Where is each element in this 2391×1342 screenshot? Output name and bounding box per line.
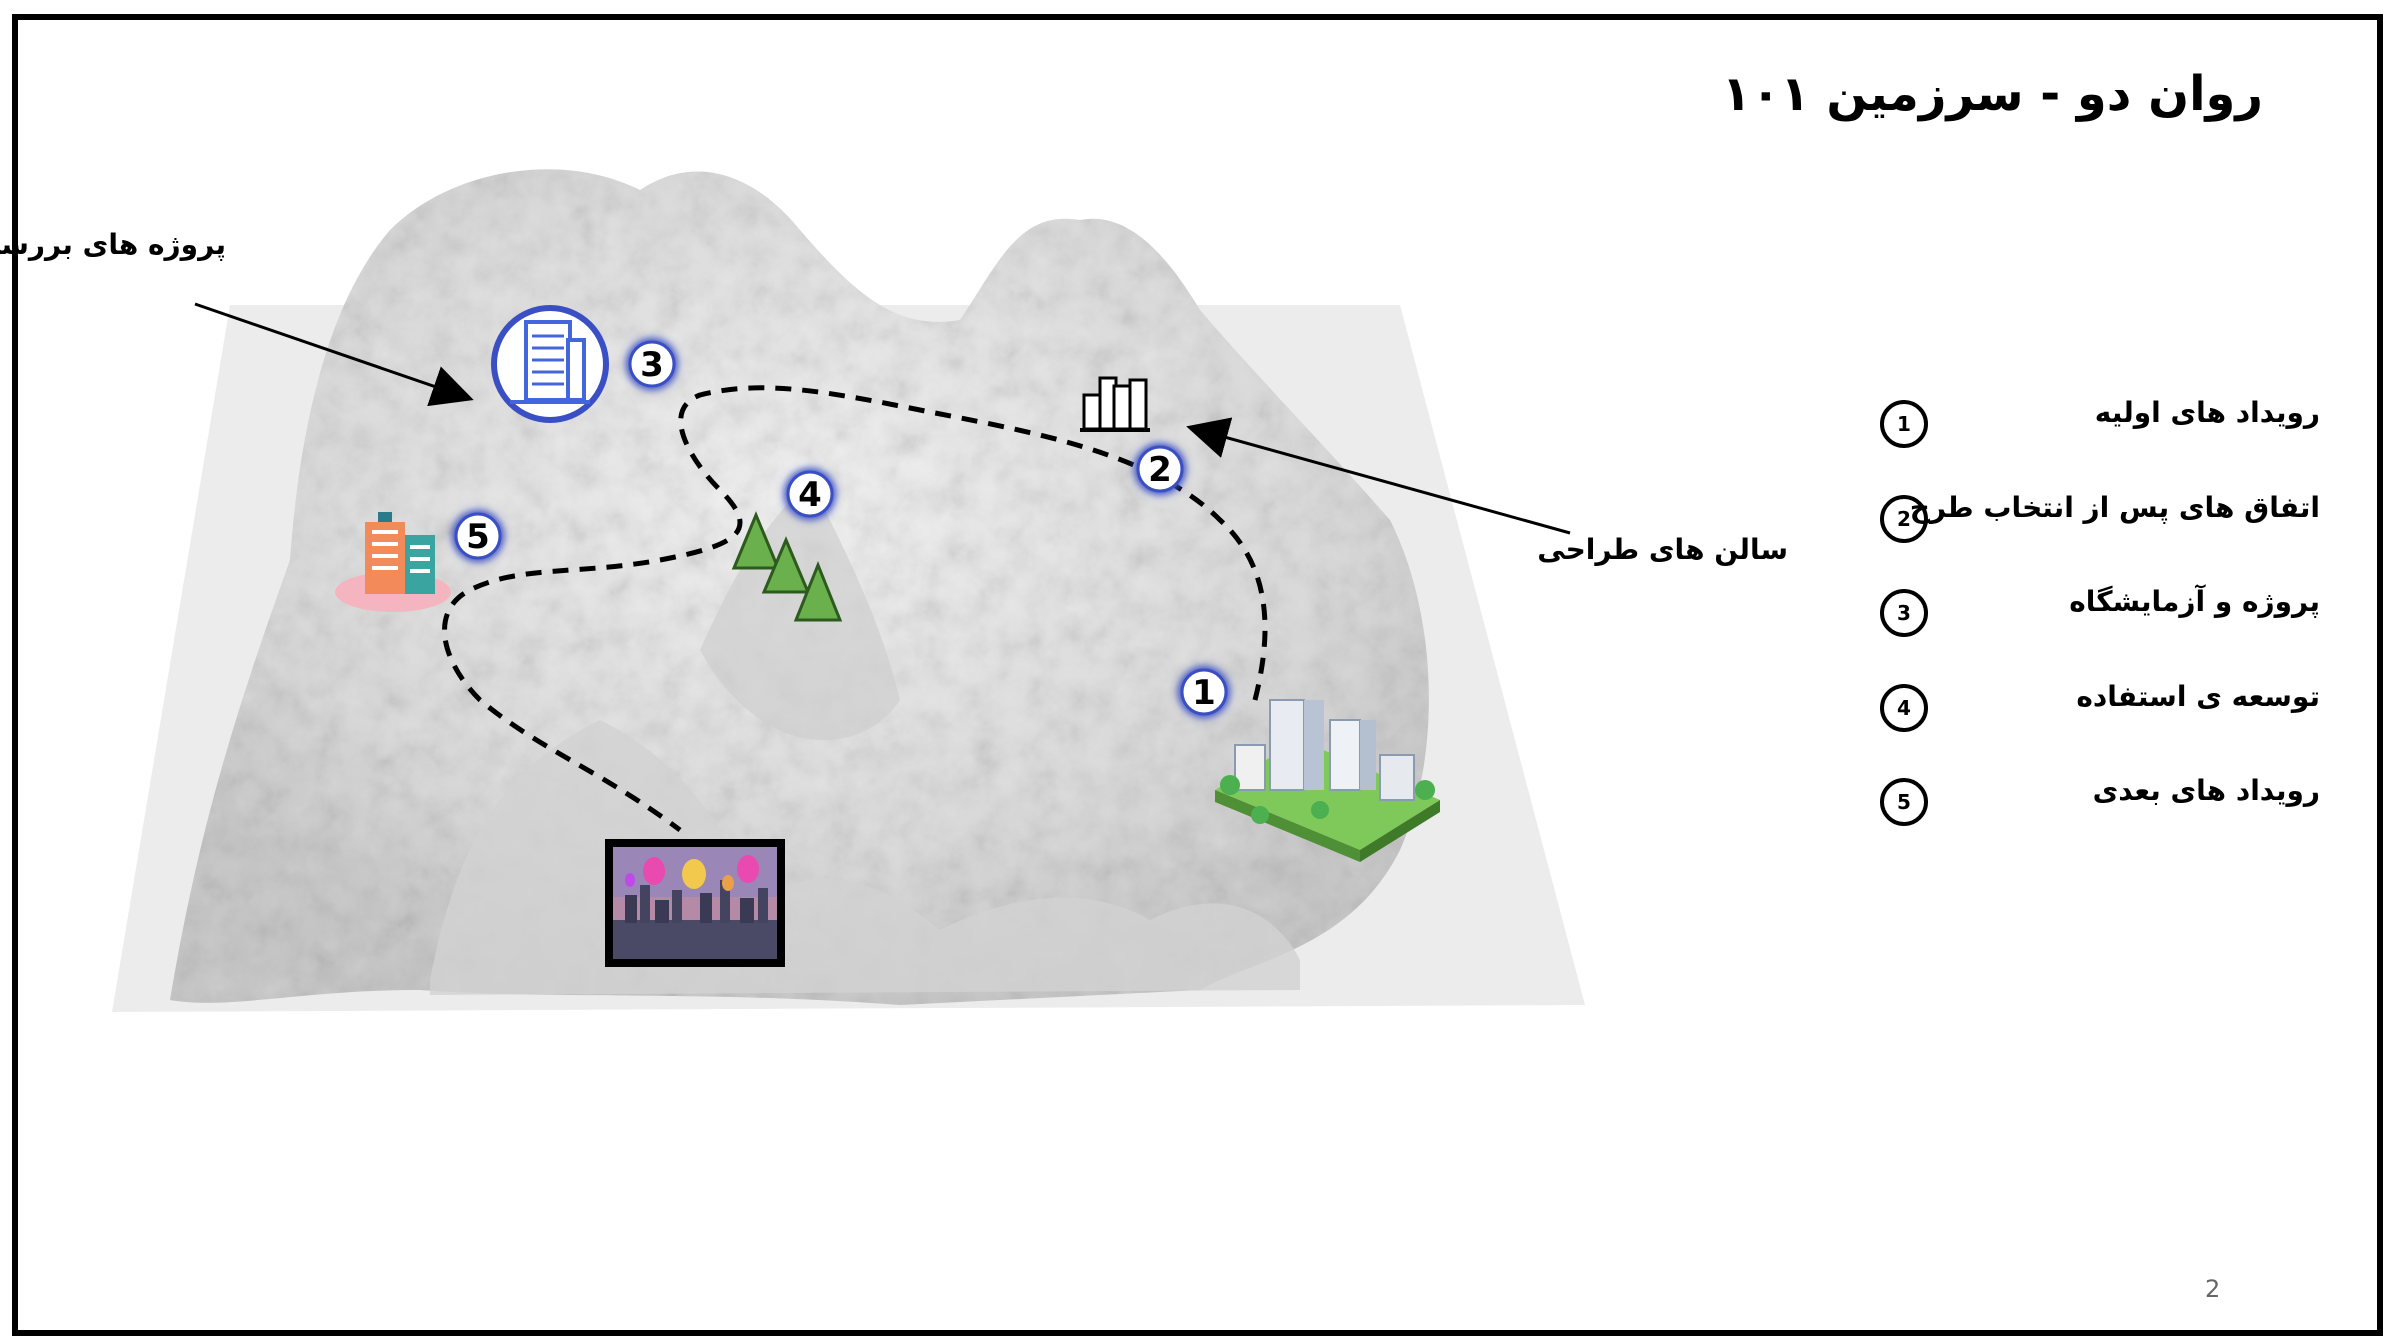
legend-number-badge: 3 — [1880, 589, 1928, 637]
marker-5-label: 5 — [466, 517, 490, 557]
legend-item-2: 2 اتفاق های پس از انتخاب طرح — [1880, 491, 2320, 555]
left-note-label: پروژه های بررسی — [0, 228, 226, 261]
isometric-city-icon — [1215, 699, 1440, 862]
legend-label: پروژه و آزمایشگاه — [2069, 585, 2320, 618]
slide-title: روان دو - سرزمین ۱۰۱ — [1721, 66, 2263, 122]
balloons-city-image — [605, 839, 785, 967]
pine-trees-icon — [731, 511, 843, 622]
marker-2[interactable]: 2 — [1134, 443, 1186, 495]
office-tower-icon — [491, 305, 609, 423]
right-note-label: سالن های طراحی — [1537, 533, 1788, 566]
marker-1-label: 1 — [1192, 673, 1216, 713]
legend-number-badge: 2 — [1880, 495, 1928, 543]
legend-item-4: 4 توسعه ی استفاده — [1880, 680, 2320, 744]
right-note-arrow — [1186, 417, 1571, 535]
city-buildings-icon — [1080, 376, 1150, 432]
legend-item-1: 1 رویداد های اولیه — [1880, 396, 2320, 460]
marker-3-label: 3 — [640, 345, 664, 385]
legend-number-badge: 5 — [1880, 778, 1928, 826]
legend-item-5: 5 رویداد های بعدی — [1880, 774, 2320, 838]
marker-1[interactable]: 1 — [1178, 666, 1230, 718]
legend-number-badge: 4 — [1880, 684, 1928, 732]
legend-item-3: 3 پروژه و آزمایشگاه — [1880, 585, 2320, 649]
marker-2-label: 2 — [1148, 450, 1172, 490]
page-number: 2 — [2205, 1275, 2221, 1303]
marker-4-label: 4 — [798, 475, 822, 515]
legend-label: توسعه ی استفاده — [2076, 680, 2320, 713]
legend-label: رویداد های اولیه — [2094, 396, 2320, 429]
legend-label: اتفاق های پس از انتخاب طرح — [1909, 491, 2320, 524]
marker-4[interactable]: 4 — [784, 468, 836, 520]
marker-3[interactable]: 3 — [626, 338, 678, 390]
marker-5[interactable]: 5 — [452, 510, 504, 562]
legend-number-badge: 1 — [1880, 400, 1928, 448]
route-path — [442, 385, 1268, 833]
hotel-building-icon — [335, 512, 451, 612]
left-note-arrow — [194, 302, 474, 407]
legend-label: رویداد های بعدی — [2092, 774, 2320, 807]
